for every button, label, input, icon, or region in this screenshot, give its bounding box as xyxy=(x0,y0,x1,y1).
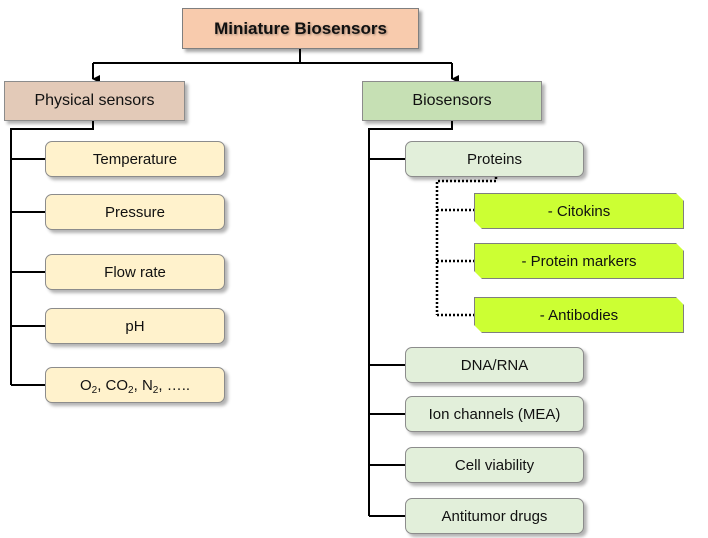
ion-channels-label: Ion channels (MEA) xyxy=(428,405,561,423)
gases-node: O2, CO2, N2, ….. xyxy=(45,367,225,403)
physical-tree-connector xyxy=(10,121,94,386)
ph-node: pH xyxy=(45,308,225,344)
dna-rna-label: DNA/RNA xyxy=(460,356,529,374)
citokins-label: - Citokins xyxy=(547,202,611,220)
citokins-node: - Citokins xyxy=(474,193,684,229)
biosensors-node: Biosensors xyxy=(362,81,542,121)
physical-sensors-label: Physical sensors xyxy=(34,92,155,109)
antibodies-label: - Antibodies xyxy=(539,306,619,324)
pressure-node: Pressure xyxy=(45,194,225,230)
root-title: Miniature Biosensors xyxy=(214,18,387,38)
biosensors-label: Biosensors xyxy=(412,92,492,109)
root-node: Miniature Biosensors xyxy=(182,8,419,49)
flow-rate-node: Flow rate xyxy=(45,254,225,290)
antitumor-drugs-node: Antitumor drugs xyxy=(405,498,584,534)
protein-markers-node: - Protein markers xyxy=(474,243,684,279)
gases-label: O2, CO2, N2, ….. xyxy=(79,376,191,396)
ion-channels-node: Ion channels (MEA) xyxy=(405,396,584,432)
temperature-node: Temperature xyxy=(45,141,225,177)
proteins-label: Proteins xyxy=(466,150,523,168)
cell-viability-label: Cell viability xyxy=(454,456,535,474)
dna-rna-node: DNA/RNA xyxy=(405,347,584,383)
antitumor-drugs-label: Antitumor drugs xyxy=(441,507,548,525)
antibodies-node: - Antibodies xyxy=(474,297,684,333)
ph-label: pH xyxy=(125,317,145,335)
flow-rate-label: Flow rate xyxy=(104,263,166,281)
protein-markers-label: - Protein markers xyxy=(521,252,637,270)
cell-viability-node: Cell viability xyxy=(405,447,584,483)
protein-dotted-connector xyxy=(435,177,498,317)
proteins-node: Proteins xyxy=(405,141,584,177)
bio-tree-connector xyxy=(368,121,453,517)
physical-sensors-node: Physical sensors xyxy=(4,81,185,121)
pressure-label: Pressure xyxy=(104,203,166,221)
root-connector xyxy=(92,49,459,83)
temperature-label: Temperature xyxy=(92,150,178,168)
